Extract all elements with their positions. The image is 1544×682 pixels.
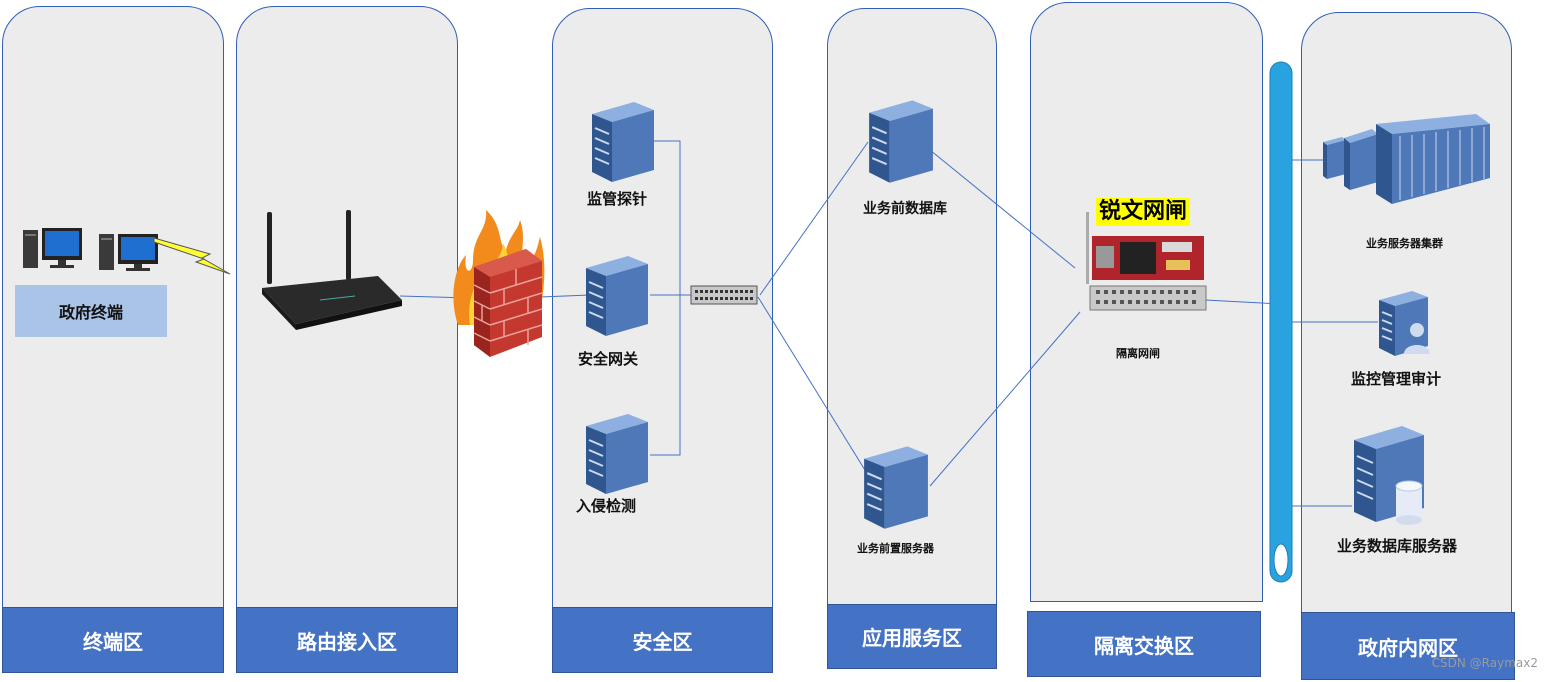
gateway-card-icon <box>1086 212 1207 311</box>
front-server-icon <box>864 446 928 529</box>
front-server-label: 业务前置服务器 <box>857 542 934 555</box>
database-server-icon <box>1354 426 1424 525</box>
db-server-label: 业务数据库服务器 <box>1337 537 1458 555</box>
watermark: CSDN @Raymax2 <box>1431 656 1538 670</box>
front-database-label: 业务前数据库 <box>863 201 947 217</box>
gov-terminal-label: 政府终端 <box>15 285 167 337</box>
zone-terminal-footer: 终端区 <box>2 607 224 673</box>
server-cluster-label: 业务服务器集群 <box>1366 237 1443 250</box>
monitor-probe-server-icon <box>592 102 654 182</box>
firewall-icon <box>453 210 545 357</box>
desktop-computers-icon <box>23 228 158 271</box>
brand-label: 锐文网闸 <box>1096 198 1191 226</box>
network-switch-icon <box>690 285 758 305</box>
wireless-link-icon <box>153 237 231 275</box>
security-gateway-server-icon <box>586 256 648 336</box>
audit-server-icon <box>1379 291 1430 356</box>
intrusion-detection-server-icon <box>586 414 648 494</box>
server-cluster-icon <box>1323 114 1490 204</box>
isolation-gateway-label: 隔离网闸 <box>1116 347 1160 360</box>
monitor-probe-label: 监管探针 <box>587 190 648 208</box>
zone-gov-intranet-footer: 政府内网区 <box>1301 612 1515 680</box>
zone-security-footer: 安全区 <box>552 607 773 673</box>
network-bus-icon <box>1269 61 1293 583</box>
router-icon <box>262 210 402 330</box>
front-database-server-icon <box>869 100 933 183</box>
zone-application-footer: 应用服务区 <box>827 604 997 669</box>
security-gateway-label: 安全网关 <box>578 350 639 368</box>
monitor-audit-label: 监控管理审计 <box>1351 370 1442 388</box>
intrusion-detection-label: 入侵检测 <box>576 497 637 515</box>
zone-isolation-footer: 隔离交换区 <box>1027 611 1261 677</box>
zone-routing-footer: 路由接入区 <box>236 607 458 673</box>
